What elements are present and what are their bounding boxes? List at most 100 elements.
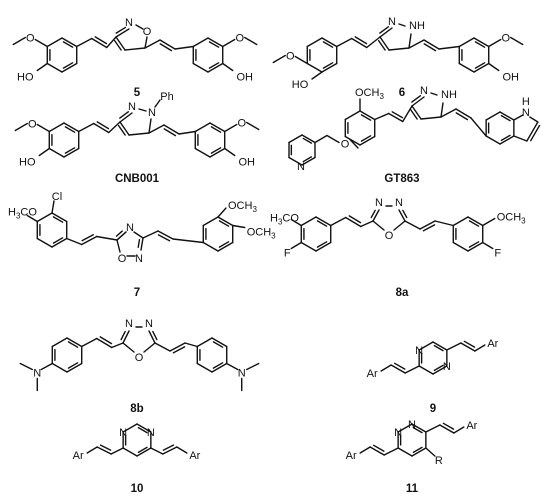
vinyl-double-second [99, 336, 113, 345]
ome-bond [217, 207, 227, 218]
ring-cnb-right-bond-inner [210, 126, 222, 133]
ring-8b-right-bond [211, 362, 228, 373]
oxadiazole-bond [372, 220, 385, 231]
compound-label-c10: 10 [131, 483, 144, 495]
vinyl-double [163, 124, 180, 135]
ring-5-right-bond [207, 62, 224, 73]
pyrazole-bond [379, 27, 393, 38]
methyl-bond [12, 36, 26, 46]
oh-bond [222, 62, 234, 72]
atom-subscript: 3 [252, 205, 257, 214]
ring-pyrazine-bond [418, 341, 434, 351]
isoxazole-bond [144, 36, 148, 49]
ring-8a-left-bond [300, 241, 317, 252]
methoxy-label: OCH3 [497, 212, 526, 226]
pyrazole-nh: NH [441, 89, 457, 101]
vinyl [360, 220, 374, 228]
ring-7-left-bond-inner [52, 216, 64, 223]
ring-cnb-left-bond [63, 147, 80, 158]
vinyl [336, 37, 353, 48]
pyrazole-bond [119, 112, 133, 123]
ring-pyridazine-bond [397, 423, 413, 433]
methyl-bond [246, 121, 260, 131]
vinyl-double-second [163, 128, 177, 137]
oxadiazole-bond-second [120, 330, 126, 341]
oxadiazole-bond [148, 330, 156, 344]
atom-text: OCH [355, 87, 380, 99]
pyrazole-bond-second [411, 95, 422, 103]
r-bond [425, 447, 436, 457]
vinyl [111, 342, 124, 349]
vinyl-double [351, 37, 368, 49]
vinyl [380, 364, 392, 372]
vinyl-double-second [157, 234, 171, 242]
ring-cnb-left-bond-inner [64, 147, 76, 154]
fluorine-label: F [284, 248, 291, 260]
oxadiazole-bond-second [370, 209, 376, 219]
ring-pyrimidine-bond [122, 447, 138, 457]
oxadiazole-bond [140, 237, 144, 251]
ring-8a-right-bond [452, 241, 469, 252]
atom-text: H [8, 207, 16, 219]
vinyl-double [423, 39, 440, 50]
ring-pyrimidine-bond-inner [137, 426, 148, 434]
ring-pyrazine-bond [418, 365, 434, 375]
ring-5-right-bond-inner [208, 62, 220, 69]
ring-pyrimidine-bond [136, 447, 152, 457]
ome-bond [294, 55, 308, 65]
fluorine-label: F [494, 248, 501, 260]
ring-7-left-bond [51, 237, 68, 248]
ome-bond [222, 38, 236, 48]
ring-8b-left-bond [51, 337, 68, 348]
aryl-label: Ar [367, 368, 378, 380]
vinyl [78, 122, 95, 133]
ring-8a-right-bond [467, 216, 484, 227]
chlorine-label: Cl [52, 191, 62, 203]
vinyl-double [93, 122, 110, 134]
pyrazole-bond [411, 105, 422, 120]
ring-cnb-right-bond [209, 147, 226, 158]
ring-gt-middle-bond [344, 110, 361, 121]
compound-label-c6: 6 [399, 87, 405, 99]
methoxy-oxygen: O [28, 119, 37, 131]
vinyl [446, 342, 462, 351]
vinyl [408, 39, 425, 49]
vinyl [434, 220, 454, 227]
ring-8b-left-bond-inner [67, 362, 79, 369]
methyl-bond [510, 36, 524, 46]
oxadiazole-bond [393, 220, 406, 231]
ring-5-right-bond [192, 37, 209, 48]
vinyl-double-second [348, 215, 362, 224]
vinyl [438, 45, 460, 50]
oxadiazole-bond-second [137, 238, 141, 249]
r-group-label: R [435, 455, 443, 467]
ring-5-left-bond [61, 37, 78, 48]
oxadiazole-nitrogen: N [126, 222, 134, 234]
oxadiazole-bond [372, 209, 380, 222]
vinyl [172, 238, 204, 244]
compound-label-c5: 5 [134, 87, 141, 99]
ring-gt-middle-bond-inner [360, 114, 372, 121]
vinyl-double [460, 342, 476, 352]
pyrazole-bond-second [409, 108, 418, 120]
pyrazole-bond [388, 47, 410, 51]
ring-pyridazine-bond-inner [412, 446, 423, 454]
ring-6-right-bond [473, 37, 490, 48]
vinyl-double [419, 220, 436, 230]
ring-indole-benzo-bond-inner [500, 134, 511, 142]
atom-text: CO [282, 213, 299, 225]
dimethylamino-nitrogen: N [238, 368, 246, 380]
pyrimidine-nitrogen: N [147, 427, 155, 439]
ring-pyrazine-bond [432, 365, 448, 375]
ring-6-right-bond [458, 37, 475, 48]
ring-cnb-right-bond [194, 122, 211, 133]
vinyl [66, 237, 83, 246]
ring-6-right-bond [458, 62, 475, 73]
ring-7-right-bond-inner [218, 220, 230, 227]
ring-8a-left-bond [300, 216, 317, 227]
methyl-bond [246, 362, 260, 371]
ring-8b-left-bond-inner [67, 341, 79, 348]
ring-pyrazine-bond-inner [433, 364, 444, 372]
pyrazole-bond-second [117, 124, 126, 136]
ring-pyridine-bond [301, 134, 316, 144]
